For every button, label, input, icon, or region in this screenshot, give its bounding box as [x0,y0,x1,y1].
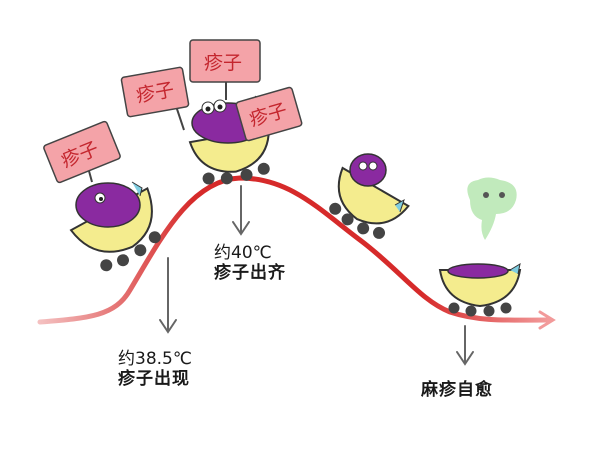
stage-3-name: 麻疹自愈 [421,380,493,400]
ghost-virus [467,177,517,240]
stage-2-temp: 约40℃ [214,243,272,263]
virus-cart-4 [438,269,522,317]
stage-1-temp: 约38.5℃ [118,349,192,369]
virus-1 [75,181,143,228]
stage-2-name: 疹子出齐 [214,262,286,283]
down-arrow-1 [159,257,177,334]
virus-4 [447,262,521,279]
stage-label-3: 麻疹自愈 [421,380,493,401]
virus-3 [349,153,405,213]
fever-curve [37,175,551,325]
sign-1: 疹子 [43,120,121,184]
down-arrow-2 [232,185,250,236]
curve-arrow-head [538,310,556,330]
sign-2: 疹子 [120,66,190,131]
sign-3: 疹子 [189,39,261,100]
stage-label-1: 约38.5℃ 疹子出现 [118,349,192,389]
stage-1-name: 疹子出现 [118,368,190,389]
stage-label-2: 约40℃ 疹子出齐 [214,243,286,283]
sign-4: 疹子 [235,86,303,142]
down-arrow-3 [456,325,474,366]
sign-3-text: 疹子 [204,52,242,74]
